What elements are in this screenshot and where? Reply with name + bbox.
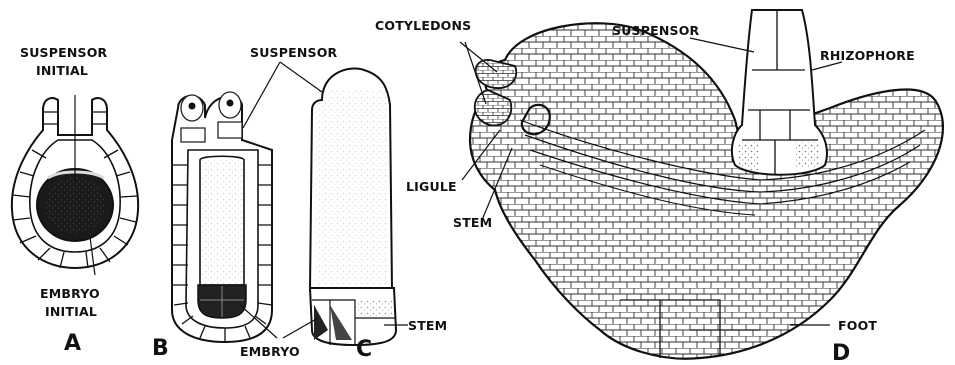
label-suspensor-initial-2: INITIAL bbox=[36, 63, 88, 78]
label-foot: FOOT bbox=[838, 318, 877, 333]
label-embryo-initial-1: EMBRYO bbox=[40, 286, 100, 301]
label-suspensor-b: SUSPENSOR bbox=[250, 45, 338, 60]
label-embryo-initial-2: INITIAL bbox=[45, 304, 97, 319]
panel-a-figure bbox=[12, 95, 138, 275]
label-stem-c: STEM bbox=[408, 318, 447, 333]
label-embryo: EMBRYO bbox=[240, 344, 300, 359]
panel-c-figure bbox=[310, 69, 408, 345]
panel-label-d: D bbox=[832, 341, 850, 365]
panel-label-a: A bbox=[64, 331, 81, 356]
label-rhizophore: RHIZOPHORE bbox=[820, 48, 915, 63]
panel-label-b: B bbox=[152, 336, 169, 361]
label-suspensor-d: SUSPENSOR bbox=[612, 23, 700, 38]
embryo-d-body bbox=[470, 23, 943, 358]
label-ligule: LIGULE bbox=[406, 179, 457, 194]
label-suspensor-initial-1: SUSPENSOR bbox=[20, 45, 108, 60]
panel-label-c: C bbox=[356, 337, 372, 362]
panel-b-figure bbox=[172, 92, 272, 342]
label-stem-d: STEM bbox=[453, 215, 492, 230]
label-cotyledons: COTYLEDONS bbox=[375, 18, 471, 33]
